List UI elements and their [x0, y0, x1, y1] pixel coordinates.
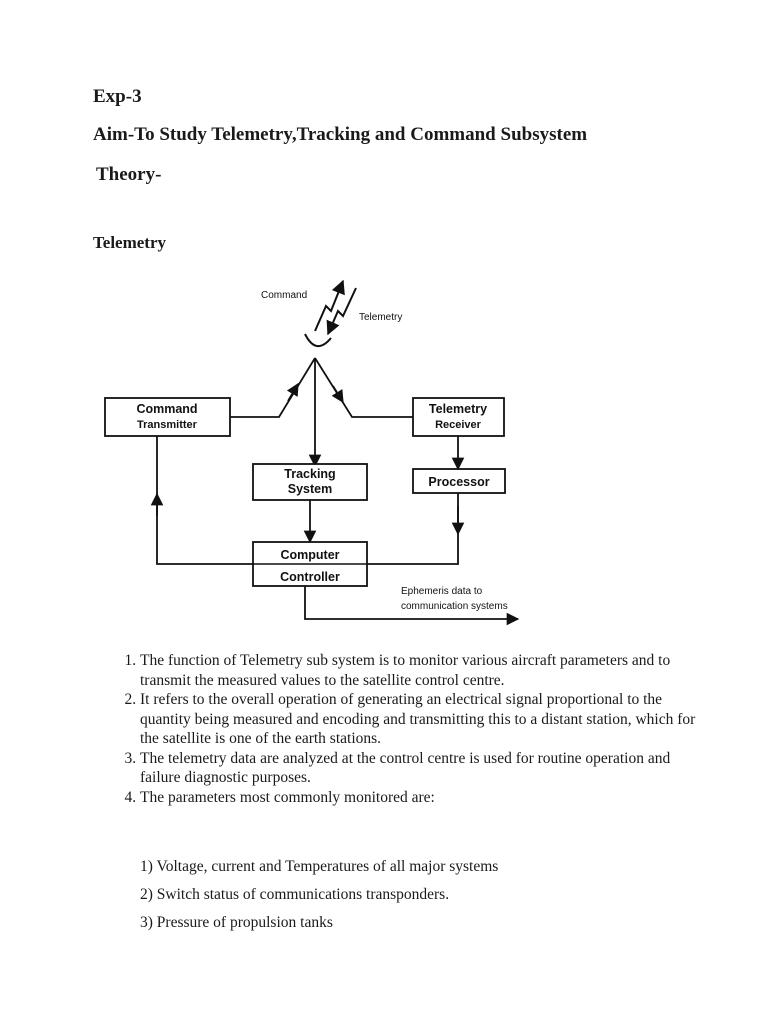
aim-heading: Aim-To Study Telemetry,Tracking and Comm… — [93, 124, 588, 145]
ephemeris-label-2: communication systems — [401, 601, 508, 612]
command-transmitter-box: Command Transmitter — [104, 397, 231, 437]
command-signal-label: Command — [261, 290, 307, 301]
command-transmitter-label-2: Transmitter — [137, 419, 198, 431]
list-item: The telemetry data are analyzed at the c… — [140, 749, 700, 788]
command-transmitter-label-1: Command — [136, 402, 197, 416]
ephemeris-label-1: Ephemeris data to — [401, 586, 483, 597]
section-title-telemetry: Telemetry — [93, 233, 167, 252]
telemetry-signal-arrow — [326, 287, 357, 336]
processor-box: Processor — [412, 468, 506, 494]
command-signal-arrow — [314, 279, 345, 332]
telemetry-receiver-label-1: Telemetry — [429, 402, 487, 416]
tracking-system-label-2: System — [288, 482, 332, 496]
controller-label: Controller — [280, 570, 340, 584]
list-item: It refers to the overall operation of ge… — [140, 690, 700, 749]
parameter-item: 3) Pressure of propulsion tanks — [140, 914, 333, 931]
theory-heading: Theory- — [96, 164, 162, 185]
tracking-system-box: Tracking System — [252, 463, 368, 501]
computer-label: Computer — [280, 548, 339, 562]
telemetry-points-list: The function of Telemetry sub system is … — [115, 651, 700, 807]
tracking-system-label-1: Tracking — [284, 467, 335, 481]
ttc-block-diagram: Command Telemetry Command Transmitter Te… — [104, 279, 520, 626]
parameter-item: 1) Voltage, current and Temperatures of … — [140, 858, 499, 875]
list-item: The function of Telemetry sub system is … — [140, 651, 700, 690]
experiment-number: Exp-3 — [93, 86, 142, 107]
telemetry-receiver-label-2: Receiver — [435, 419, 482, 431]
processor-label: Processor — [428, 475, 489, 489]
telemetry-receiver-box: Telemetry Receiver — [412, 397, 505, 437]
computer-controller-box: Computer Controller — [252, 541, 368, 587]
parameter-item: 2) Switch status of communications trans… — [140, 886, 450, 903]
list-item: The parameters most commonly monitored a… — [140, 788, 700, 808]
telemetry-signal-label: Telemetry — [359, 312, 402, 323]
antenna-dish-icon — [304, 333, 332, 347]
